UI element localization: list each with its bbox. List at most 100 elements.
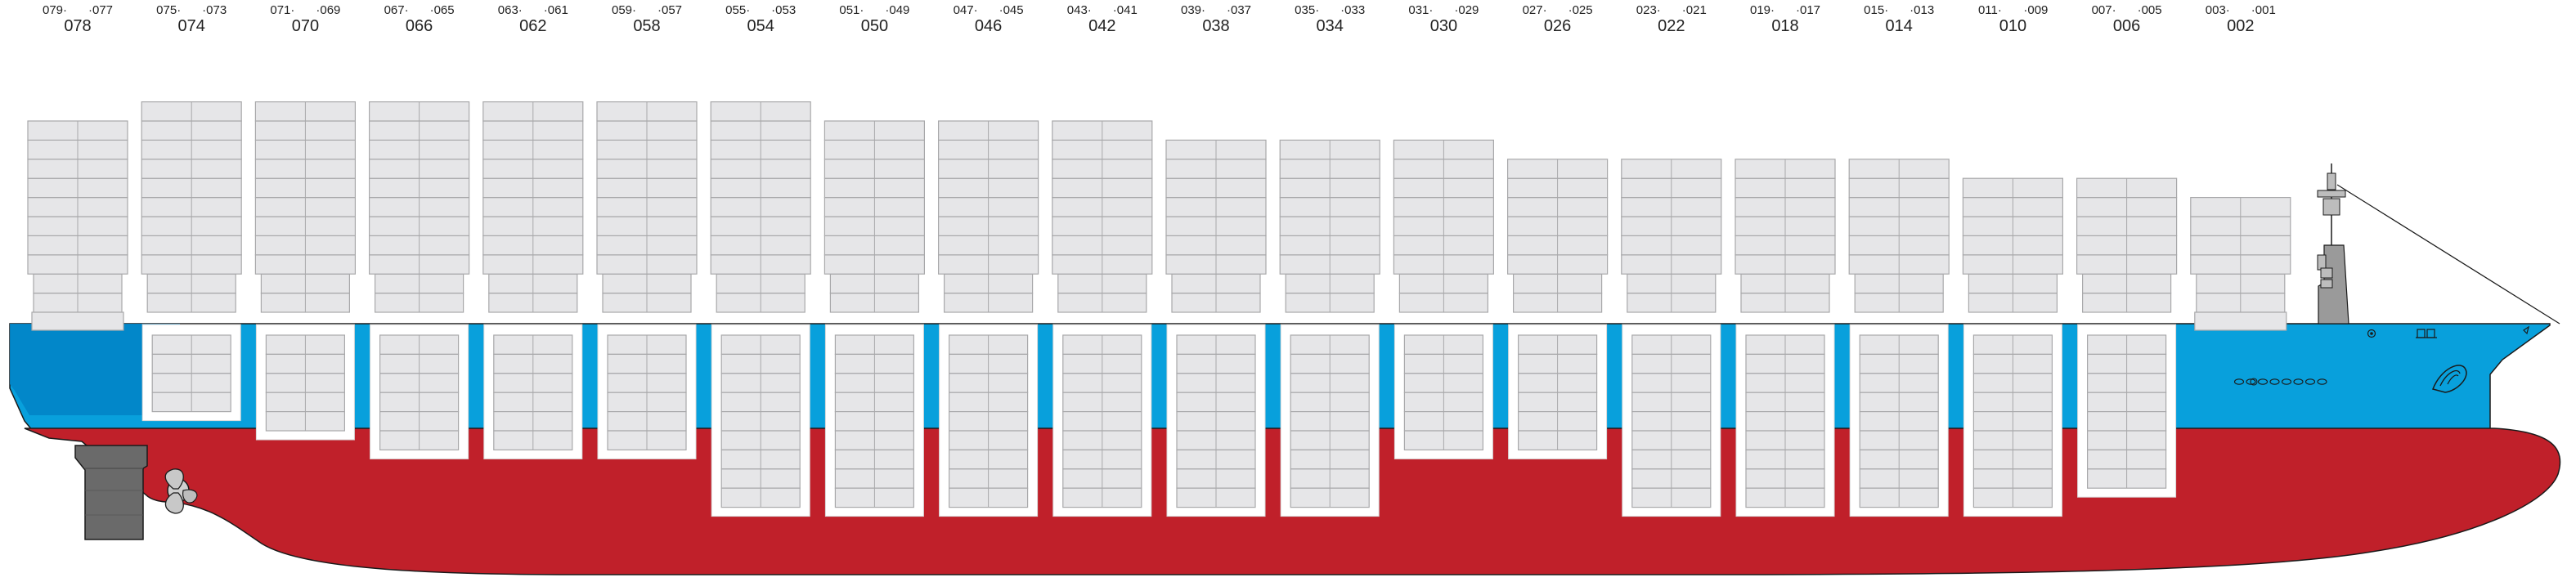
bay-number-label: 046 bbox=[975, 17, 1002, 35]
deck-stack bbox=[1279, 139, 1380, 313]
bay-sub-label-fwd: ·005 bbox=[2138, 3, 2162, 17]
bay-number-label: 058 bbox=[633, 17, 660, 35]
bay-sub-label-fwd: ·041 bbox=[1113, 3, 1138, 17]
hold-stack bbox=[824, 324, 924, 517]
deck-stack bbox=[1621, 159, 1722, 313]
bay-sub-label-fwd: ·017 bbox=[1796, 3, 1820, 17]
hull-stern-shading bbox=[10, 324, 180, 415]
propeller-icon bbox=[164, 468, 198, 514]
bay-number-label: 066 bbox=[406, 17, 433, 35]
bay-sub-label-aft: 067· bbox=[384, 3, 409, 17]
bow-mark-icon bbox=[2523, 325, 2529, 335]
hold-stack bbox=[1166, 324, 1266, 517]
deck-stack bbox=[824, 120, 926, 313]
bay-sub-label-fwd: ·065 bbox=[430, 3, 455, 17]
forestay-line bbox=[2336, 184, 2560, 325]
bay-number-label: 078 bbox=[64, 17, 91, 35]
hold-stack bbox=[2077, 324, 2177, 498]
porthole-row bbox=[2233, 378, 2327, 386]
bay-sub-label-aft: 055· bbox=[725, 3, 750, 17]
deck-stack bbox=[1848, 159, 1950, 313]
porthole-icon bbox=[2317, 378, 2327, 385]
bay-sub-label-aft: 079· bbox=[43, 3, 67, 17]
porthole-icon bbox=[2269, 378, 2280, 385]
bay-sub-label-fwd: ·053 bbox=[771, 3, 796, 17]
bay-number-label: 026 bbox=[1544, 17, 1571, 35]
bay-sub-label-aft: 035· bbox=[1295, 3, 1319, 17]
bay-sub-label-aft: 031· bbox=[1408, 3, 1433, 17]
hold-stack bbox=[1735, 324, 1835, 517]
bay-number-label: 054 bbox=[747, 17, 774, 35]
stern-gear bbox=[74, 445, 198, 540]
deck-stack bbox=[369, 101, 470, 313]
bay-sub-label-fwd: ·061 bbox=[544, 3, 568, 17]
porthole-icon bbox=[2250, 378, 2258, 386]
deck-stack bbox=[1052, 120, 1153, 313]
bow-superstructure bbox=[2233, 163, 2560, 393]
bay-number-label: 030 bbox=[1430, 17, 1457, 35]
porthole-icon bbox=[2304, 378, 2316, 385]
deck-stack bbox=[27, 120, 128, 331]
bay-sub-label-aft: 003· bbox=[2206, 3, 2230, 17]
bay-number-label: 034 bbox=[1317, 17, 1344, 35]
deck-stack bbox=[1165, 139, 1267, 313]
bay-number-label: 018 bbox=[1771, 17, 1798, 35]
deck-stack bbox=[710, 101, 811, 313]
bay-sub-label-fwd: ·057 bbox=[657, 3, 682, 17]
hold-stack bbox=[1508, 324, 1608, 459]
bay-sub-label-aft: 051· bbox=[839, 3, 864, 17]
bay-sub-label-fwd: ·001 bbox=[2251, 3, 2276, 17]
bay-sub-label-aft: 027· bbox=[1523, 3, 1547, 17]
hold-stack bbox=[1963, 324, 2062, 517]
bay-sub-label-aft: 007· bbox=[2092, 3, 2116, 17]
container-slot bbox=[2194, 311, 2287, 331]
bay-number-label: 002 bbox=[2227, 17, 2254, 35]
deck-stacks bbox=[27, 101, 2291, 331]
hold-stack bbox=[939, 324, 1039, 517]
hold-stack bbox=[483, 324, 583, 459]
bay-sub-label-fwd: ·021 bbox=[1682, 3, 1707, 17]
hawse-pipe-icon bbox=[2367, 329, 2376, 338]
bay-number-label: 006 bbox=[2113, 17, 2140, 35]
bay-sub-label-fwd: ·077 bbox=[88, 3, 113, 17]
bay-sub-label-fwd: ·013 bbox=[1910, 3, 1934, 17]
bay-sub-label-aft: 059· bbox=[612, 3, 636, 17]
porthole-icon bbox=[2246, 378, 2256, 385]
hold-stack bbox=[1622, 324, 1721, 517]
bow-thruster-icon bbox=[2431, 365, 2467, 393]
porthole-icon bbox=[2233, 378, 2245, 385]
bay-sub-label-fwd: ·037 bbox=[1227, 3, 1251, 17]
hold-stack bbox=[370, 324, 469, 459]
deck-stack bbox=[1506, 159, 1609, 313]
bay-sub-label-fwd: ·069 bbox=[316, 3, 340, 17]
bay-number-label: 042 bbox=[1088, 17, 1115, 35]
rudder-icon bbox=[74, 445, 148, 540]
bay-sub-label-fwd: ·049 bbox=[885, 3, 909, 17]
bay-number-label: 022 bbox=[1658, 17, 1685, 35]
bay-number-label: 074 bbox=[178, 17, 205, 35]
porthole-icon bbox=[2257, 378, 2269, 385]
deck-stack bbox=[141, 101, 242, 313]
hold-stack bbox=[255, 324, 355, 441]
bay-number-label: 038 bbox=[1202, 17, 1229, 35]
bay-sub-label-fwd: ·009 bbox=[2023, 3, 2048, 17]
